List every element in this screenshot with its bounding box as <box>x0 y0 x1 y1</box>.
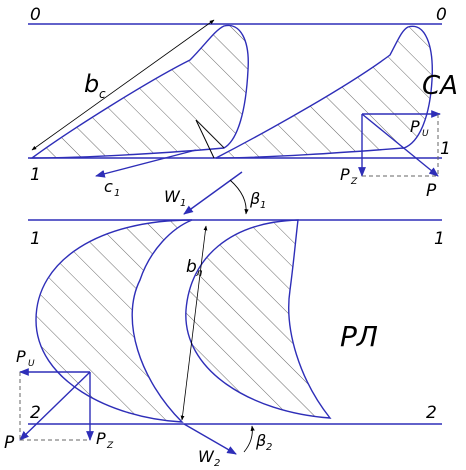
rotor-blade-2 <box>185 219 332 419</box>
exit-velocity-label: W <box>198 447 215 466</box>
exit-angle-arc <box>243 425 255 453</box>
stator-chord-label: b <box>84 70 99 98</box>
rotor-force-u-subscript: U <box>28 359 35 369</box>
exit-velocity-arrow <box>183 423 237 455</box>
stator-exit-velocity-arrow <box>95 149 197 178</box>
rotor-name-label: РЛ <box>340 320 378 353</box>
relative-velocity-subscript: 1 <box>180 198 186 209</box>
rotor-chord-dimension <box>180 225 208 421</box>
stator-force-z-subscript: Z <box>350 177 358 187</box>
stator-section-0-label-right: 0 <box>436 5 447 25</box>
stator-force-total-arrow <box>361 113 439 177</box>
stator-chord-subscript: с <box>99 87 106 101</box>
stator-force-total-label: P <box>426 181 437 201</box>
stator-velocity-subscript: 1 <box>114 188 120 199</box>
rotor-blade-1 <box>35 219 193 423</box>
stator-blade-2 <box>215 25 433 159</box>
rotor-section-1-label: 1 <box>30 229 41 249</box>
stator-section-1-label: 1 <box>30 165 41 185</box>
inlet-angle-subscript: 1 <box>260 200 266 211</box>
rotor-section-2-label: 2 <box>30 403 41 423</box>
stator-chord-dimension <box>31 19 215 151</box>
inlet-angle-arc <box>229 179 249 215</box>
rotor-force-total-arrow <box>19 371 91 441</box>
relative-velocity-arrow <box>183 171 243 215</box>
rotor-force-total-label: P <box>4 433 15 453</box>
stator-force-u-subscript: U <box>422 129 429 139</box>
rotor-chord-label: b <box>186 257 197 277</box>
stator-blade-1 <box>29 24 249 159</box>
inlet-angle-label: β <box>249 189 260 208</box>
stator-section-0-label: 0 <box>30 5 41 25</box>
stator-name-label: СА <box>422 71 458 101</box>
exit-angle-label: β <box>255 431 266 450</box>
rotor-section-2-label-right: 2 <box>426 403 437 423</box>
rotor-force-z-subscript: Z <box>106 441 114 451</box>
rotor-chord-subscript: л <box>195 268 203 279</box>
rotor-section-1-label-right: 1 <box>434 229 445 249</box>
rotor-force-z-label: P <box>96 429 106 448</box>
rotor-force-u-label: P <box>16 347 26 366</box>
stator-velocity-label: c <box>104 177 113 196</box>
exit-angle-subscript: 2 <box>266 442 272 453</box>
stator-section-1-label-right: 1 <box>440 139 451 159</box>
stator-force-z-label: P <box>340 165 350 184</box>
stator-force-u-label: P <box>410 117 420 136</box>
exit-velocity-subscript: 2 <box>214 458 220 469</box>
relative-velocity-label: W <box>164 187 181 206</box>
